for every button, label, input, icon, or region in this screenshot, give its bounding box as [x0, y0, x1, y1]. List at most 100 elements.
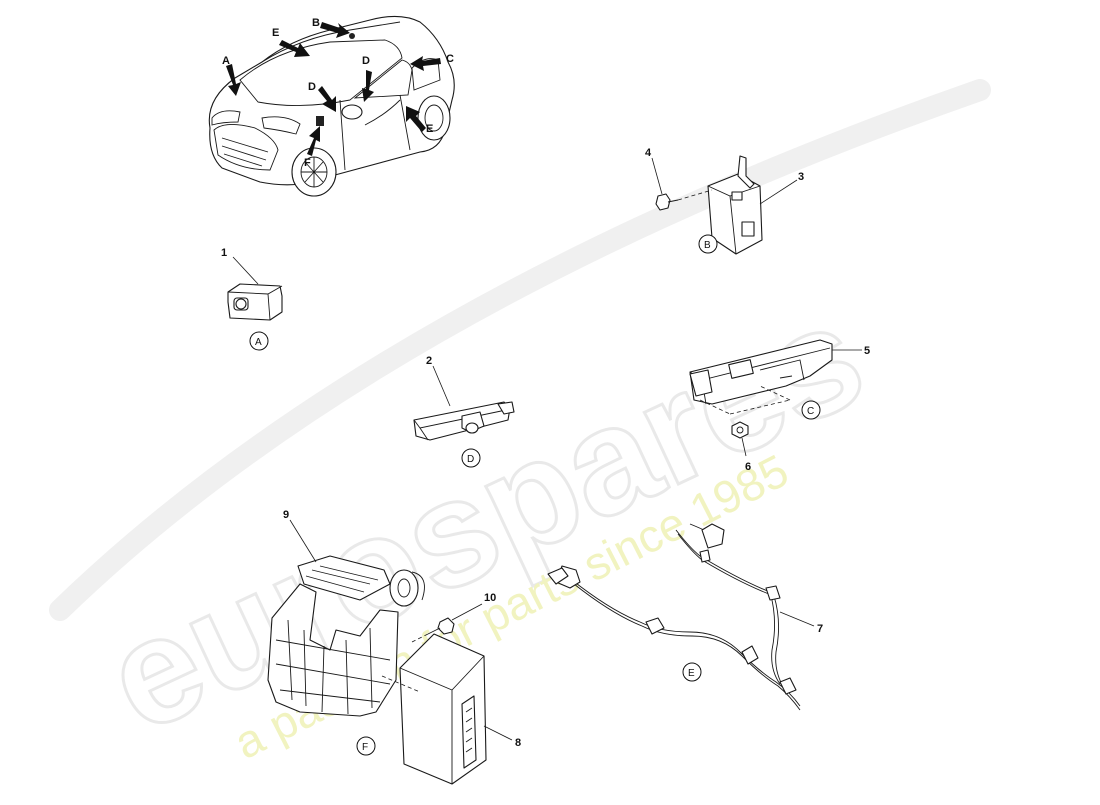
car-label-b: B: [312, 17, 320, 29]
car-door-lines: [339, 94, 411, 171]
part-3-clip: [731, 191, 743, 201]
harness-clip-2: [699, 549, 711, 563]
car-part-b-marker: [349, 33, 355, 39]
leader-8: [483, 725, 513, 741]
arrow-a: [226, 64, 241, 96]
leader-6: [741, 437, 747, 457]
watermark: eurospares a passion for parts since 198…: [49, 79, 991, 769]
part-3-unit: [707, 155, 798, 255]
part-5-dash-a: [699, 399, 731, 415]
part-5-dash-c: [759, 385, 791, 401]
part-6-hole: [736, 426, 744, 434]
part-4-screw: [651, 157, 713, 211]
part-5-window: [728, 359, 754, 379]
car-label-e-bottom: E: [426, 123, 433, 135]
part-1-sensor: [227, 256, 283, 321]
harness-wire-upper: [675, 529, 781, 685]
part-10-bolt: [411, 603, 483, 643]
part-2-sensor: [413, 365, 515, 441]
callout-5: 5: [864, 345, 870, 357]
callout-2: 2: [426, 355, 432, 367]
car-label-c: C: [446, 53, 454, 65]
part-9-ring-hole: [397, 578, 411, 598]
car-mirror: [341, 104, 363, 120]
part-8-connector: [461, 695, 477, 769]
car-rear-wheel: [417, 95, 451, 141]
marker-a-circle: [249, 331, 269, 351]
marker-b-circle: [698, 234, 718, 254]
marker-e-circle: [682, 662, 702, 682]
car-headlight-right: [261, 116, 301, 135]
harness-wire-lower-b: [573, 583, 801, 711]
part-9-bracket: [267, 519, 425, 717]
arrow-e-bottom: [406, 106, 426, 132]
car-rear-hub: [424, 104, 444, 132]
car-label-f: F: [304, 157, 311, 169]
arrow-f: [307, 126, 320, 156]
car-part-f-marker: [316, 116, 324, 126]
part-2-knob: [465, 422, 479, 434]
marker-f: F: [362, 742, 368, 753]
car-front-spokes: [301, 157, 327, 187]
marker-c-circle: [801, 400, 821, 420]
marker-b: B: [704, 240, 711, 251]
part-9-ring: [389, 569, 419, 607]
part-7-harness: [547, 523, 815, 711]
car-label-e-top: E: [272, 27, 279, 39]
part-2-tab: [497, 401, 515, 415]
leader-10: [451, 603, 483, 621]
part-6-nut: [731, 421, 749, 457]
callout-3: 3: [798, 171, 804, 183]
part-4-dash: [677, 189, 713, 201]
marker-e: E: [688, 668, 695, 679]
part-4-shank: [667, 199, 679, 203]
car-grille-bars: [221, 137, 269, 167]
car-label-d-right: D: [362, 55, 370, 67]
part-8-pins: [465, 707, 473, 753]
part-10-head: [437, 617, 455, 635]
car-headlight-left: [211, 110, 241, 126]
harness-connector-top: [701, 523, 725, 549]
harness-clip-4: [741, 645, 759, 665]
part-5-module: [689, 339, 862, 415]
callout-10: 10: [484, 592, 496, 604]
car-label-d-left: D: [308, 81, 316, 93]
part-5-ribs: [759, 359, 805, 381]
callout-7: 7: [817, 623, 823, 635]
marker-d-circle: [461, 448, 481, 468]
part-3-socket: [741, 221, 755, 237]
part-1-edges: [227, 285, 283, 321]
car-overview: A B C D D E E F: [208, 15, 455, 197]
part-3-bracket: [737, 155, 755, 189]
arrow-d-right: [362, 70, 374, 102]
part-5-dash-b: [729, 399, 791, 415]
leader-9: [289, 519, 317, 563]
car-windscreen: [239, 39, 403, 106]
callout-1: 1: [221, 247, 227, 259]
harness-clip-1: [645, 617, 665, 635]
part-4-head: [655, 193, 671, 211]
marker-c: C: [807, 406, 814, 417]
harness-clip-3: [765, 585, 781, 601]
callout-9: 9: [283, 509, 289, 521]
leader-4: [651, 157, 663, 195]
car-grille: [213, 124, 279, 171]
arrow-d-left: [318, 86, 336, 112]
car-harness: [364, 99, 401, 126]
arrow-b: [320, 22, 350, 38]
harness-wire-lower: [571, 579, 801, 707]
arrow-c: [410, 56, 441, 71]
part-9-hook: [411, 571, 425, 601]
car-arrows: [226, 22, 441, 156]
callout-8: 8: [515, 737, 521, 749]
leader-1: [232, 256, 259, 285]
part-9-crossbars: [275, 639, 391, 703]
leader-3: [759, 179, 798, 205]
part-9-tray-slats: [305, 565, 379, 593]
part-8-edges: [399, 655, 485, 784]
part-10-dash: [411, 633, 429, 643]
harness-connector-left-tab: [547, 567, 569, 585]
callout-4: 4: [645, 147, 652, 159]
